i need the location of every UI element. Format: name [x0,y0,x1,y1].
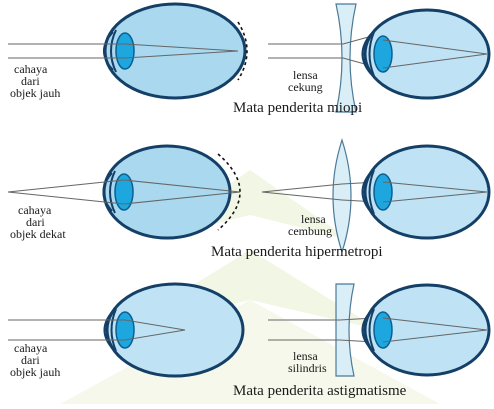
lens-label-line2: cembung [288,224,332,238]
lens-label-line2: cekung [288,80,323,94]
left-label-line3: objek jauh [10,365,60,379]
caption-hipermetropi: Mata penderita hipermetropi [211,244,383,260]
eye-hyperopia-uncorrected: cahaya dari objek dekat [8,146,240,241]
row-miopi: cahaya dari objek jauh lensa cekung Mata… [8,4,489,116]
caption-miopi: Mata penderita miopi [233,100,362,116]
eye-lens [116,33,134,69]
eye-myopia-corrected [363,10,490,98]
eye-myopia-uncorrected: cahaya dari objek jauh [8,4,247,100]
cylindrical-lens-icon [336,284,354,376]
left-label-line3: objek jauh [10,86,60,100]
caption-astigmatisme: Mata penderita astigmatisme [233,383,407,399]
eye-hyperopia-corrected [363,146,490,238]
left-label-line3: objek dekat [10,227,66,241]
eye-astigmatism-corrected [363,285,490,375]
lens-label-line2: silindris [288,361,327,375]
eye-astigmatism-uncorrected: cahaya dari objek jauh [8,284,243,379]
